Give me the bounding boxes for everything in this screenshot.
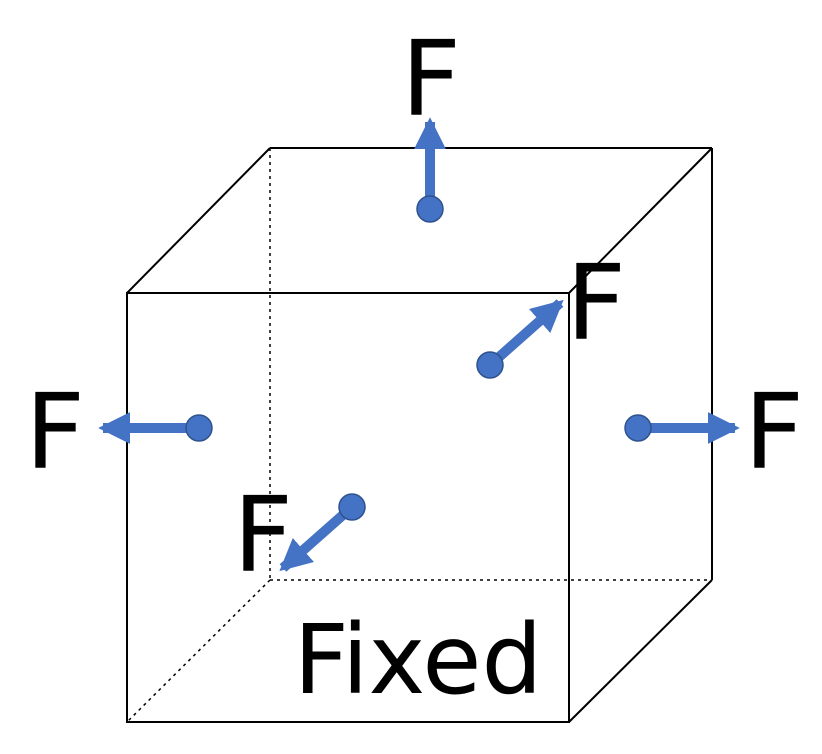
force-label-top: F	[401, 18, 461, 140]
force-label-left: F	[25, 371, 85, 493]
force-back: F	[476, 242, 626, 379]
force-label-right: F	[744, 371, 804, 493]
edge-bottom-right-diagonal	[568, 579, 713, 723]
force-label-front: F	[233, 474, 293, 596]
hidden-edge-bottom-left-diagonal	[126, 579, 271, 723]
edge-top-right-diagonal	[568, 147, 713, 294]
force-right: F	[624, 371, 804, 493]
edge-top-left-diagonal	[126, 147, 271, 294]
force-application-point	[476, 351, 504, 379]
cube-hidden-edges	[126, 148, 712, 723]
force-front: F	[233, 474, 366, 596]
fixed-support-label: Fixed	[294, 604, 543, 716]
force-application-point	[185, 414, 213, 442]
force-arrow-front	[279, 503, 356, 572]
cube-front-face	[126, 292, 570, 723]
force-application-point	[338, 493, 366, 521]
force-application-point	[624, 414, 652, 442]
force-label-back: F	[566, 242, 626, 364]
force-arrow-back	[486, 299, 564, 369]
force-application-point	[416, 195, 444, 223]
force-left: F	[25, 371, 213, 493]
cube-visible-edges	[126, 147, 713, 723]
force-top: F	[401, 18, 461, 223]
